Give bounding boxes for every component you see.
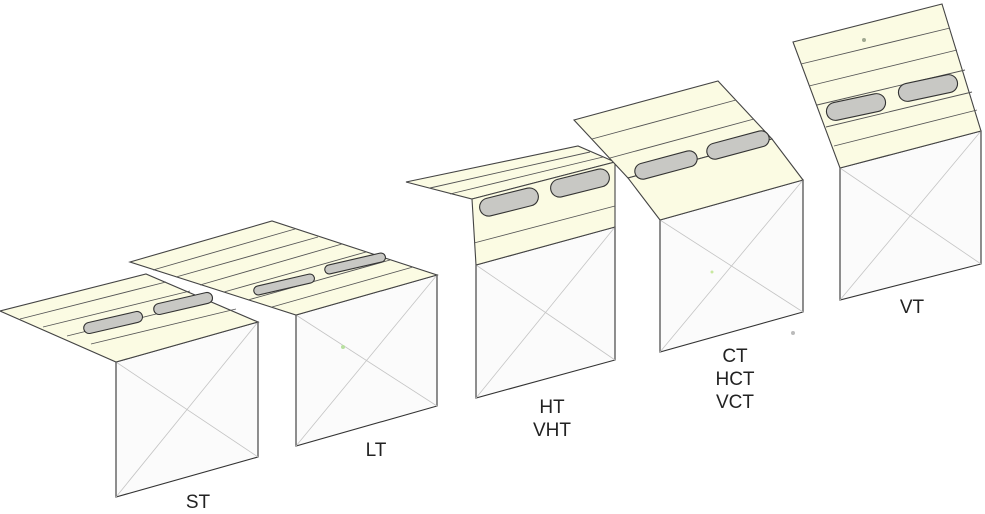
- lt-antislip-strip-2: [324, 252, 386, 275]
- label-vt-text: VT: [899, 297, 925, 318]
- lt-groove-2: [175, 236, 319, 278]
- lt-groove-1: [152, 228, 296, 271]
- lt-riser-cross-2: [295, 274, 438, 447]
- ht-groove-2: [449, 156, 604, 195]
- lt-antislip-strip-1: [253, 273, 315, 296]
- profile-vt: [792, 3, 982, 301]
- ht-antislip-strip-2: [550, 168, 610, 198]
- vt-antislip-strip-1: [825, 93, 887, 121]
- st-antislip-strip-1: [83, 310, 144, 335]
- vt-tread-nosing: [792, 3, 982, 169]
- label-st-text: ST: [185, 492, 211, 513]
- profile-lt: [128, 220, 439, 447]
- ht-antislip-strip-1: [479, 187, 539, 217]
- ct-groove-2: [609, 118, 755, 159]
- label-ht: HT VHT: [522, 396, 582, 442]
- speck: [862, 38, 866, 42]
- vt-groove-1: [800, 27, 951, 65]
- lt-groove-4: [223, 251, 367, 293]
- vt-groove-4: [825, 91, 973, 128]
- lt-groove-6: [271, 266, 414, 308]
- lt-groove-5: [247, 259, 391, 301]
- label-ct: CT HCT VCT: [705, 345, 765, 414]
- label-ht-text: HT: [539, 397, 565, 418]
- speck: [791, 331, 795, 335]
- label-vt: VT: [890, 296, 934, 319]
- profile-st: [0, 273, 260, 498]
- st-antislip-strip-2: [153, 291, 214, 316]
- profile-ht: [405, 145, 617, 399]
- ct-antislip-strip-2: [706, 130, 770, 160]
- vt-groove-5: [833, 109, 978, 147]
- lt-groove-3: [199, 243, 343, 286]
- label-vht-text: VHT: [533, 420, 571, 441]
- vt-antislip-strip-2: [897, 74, 959, 102]
- label-lt: LT: [354, 439, 398, 462]
- st-riser-cross-2: [115, 321, 259, 498]
- ht-groove-1: [429, 151, 591, 189]
- speck: [710, 270, 714, 274]
- ct-riser-cross-2: [659, 179, 804, 353]
- ct-antislip-strip-1: [634, 150, 698, 180]
- ht-groove-3: [473, 205, 616, 244]
- vt-groove-2: [808, 49, 958, 87]
- vt-riser-cross-2: [839, 130, 982, 301]
- ct-groove-1: [591, 99, 737, 140]
- speck: [341, 345, 345, 349]
- label-lt-text: LT: [365, 440, 387, 461]
- label-ct-text: CT: [722, 346, 748, 367]
- st-groove-4: [90, 308, 237, 345]
- ht-riser-cross-2: [475, 226, 616, 399]
- st-groove-1: [19, 281, 167, 320]
- label-vct-text: VCT: [716, 392, 754, 413]
- label-hct-text: HCT: [715, 369, 755, 390]
- lt-tread-nosing: [128, 220, 439, 316]
- label-st: ST: [176, 491, 220, 514]
- profile-ct: [572, 80, 804, 353]
- st-groove-2: [42, 290, 191, 328]
